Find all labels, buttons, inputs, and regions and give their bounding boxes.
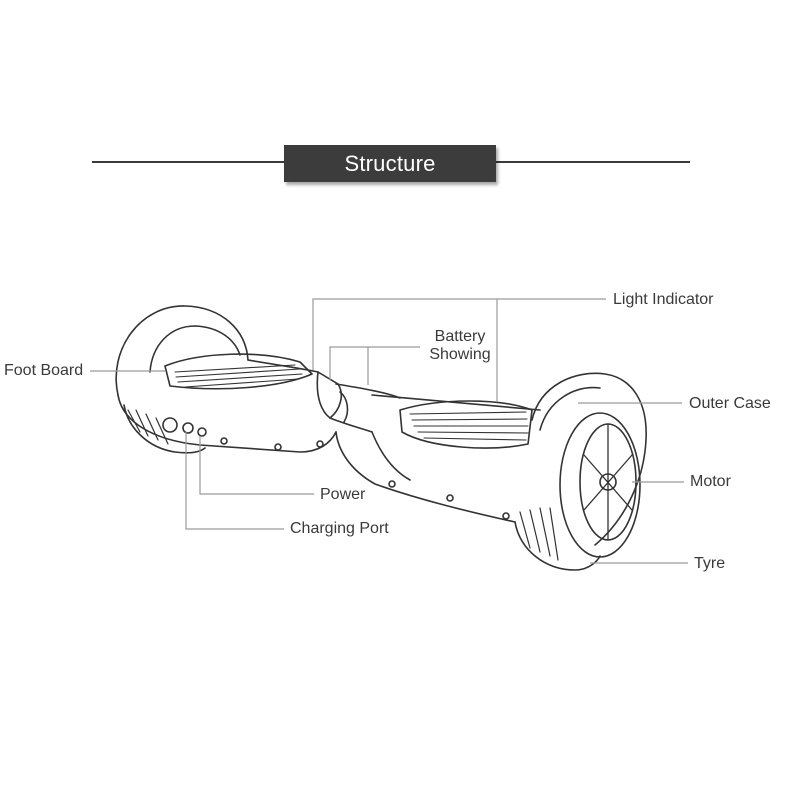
label-foot-board: Foot Board <box>4 362 84 379</box>
center-ring <box>339 391 349 423</box>
side-hole-4 <box>316 440 324 448</box>
right-fender <box>531 372 647 546</box>
left-tyre-tread <box>127 409 169 445</box>
right-foot-pad <box>399 400 533 449</box>
left-foot-pad <box>164 353 313 390</box>
label-battery-line2: Showing <box>429 346 491 363</box>
charging-port-hole <box>162 417 178 433</box>
right-body <box>335 431 516 523</box>
side-hole-2 <box>220 437 228 445</box>
side-hole-5 <box>388 480 396 488</box>
label-power: Power <box>320 486 366 503</box>
label-battery-line1: Battery <box>434 328 486 345</box>
power-button-hole <box>182 422 194 434</box>
leader-charging-port <box>185 432 284 530</box>
leader-battery <box>329 346 420 385</box>
right-body-top <box>371 394 541 411</box>
left-fender-inner <box>149 325 241 373</box>
label-tyre: Tyre <box>694 555 726 572</box>
leader-power <box>199 436 314 495</box>
left-pad-ridges <box>174 364 303 388</box>
right-tyre-base <box>514 521 601 571</box>
right-pad-ridges <box>409 411 529 441</box>
label-motor: Motor <box>690 473 731 490</box>
side-hole-7 <box>502 512 510 520</box>
left-tyre <box>123 404 206 454</box>
right-wheel-spokes <box>583 423 633 541</box>
label-light-indicator: Light Indicator <box>613 291 714 308</box>
label-outer-case: Outer Case <box>689 395 771 412</box>
leader-light-indicator <box>312 298 606 402</box>
page-title: Structure <box>344 150 436 176</box>
title-banner: Structure <box>284 145 496 182</box>
left-fender <box>115 305 249 396</box>
label-battery-showing: Battery Showing <box>424 328 496 364</box>
right-wheel-hub <box>599 473 617 491</box>
right-body-lower <box>371 431 411 481</box>
side-hole-3 <box>274 443 282 451</box>
side-hole-1 <box>197 427 207 437</box>
header-rule-right <box>496 161 690 163</box>
header-rule-left <box>92 161 286 163</box>
right-fender-inner <box>539 386 601 431</box>
right-tyre-tread <box>519 507 559 561</box>
center-hub <box>316 371 342 419</box>
label-charging-port: Charging Port <box>290 520 389 537</box>
side-hole-6 <box>446 494 454 502</box>
